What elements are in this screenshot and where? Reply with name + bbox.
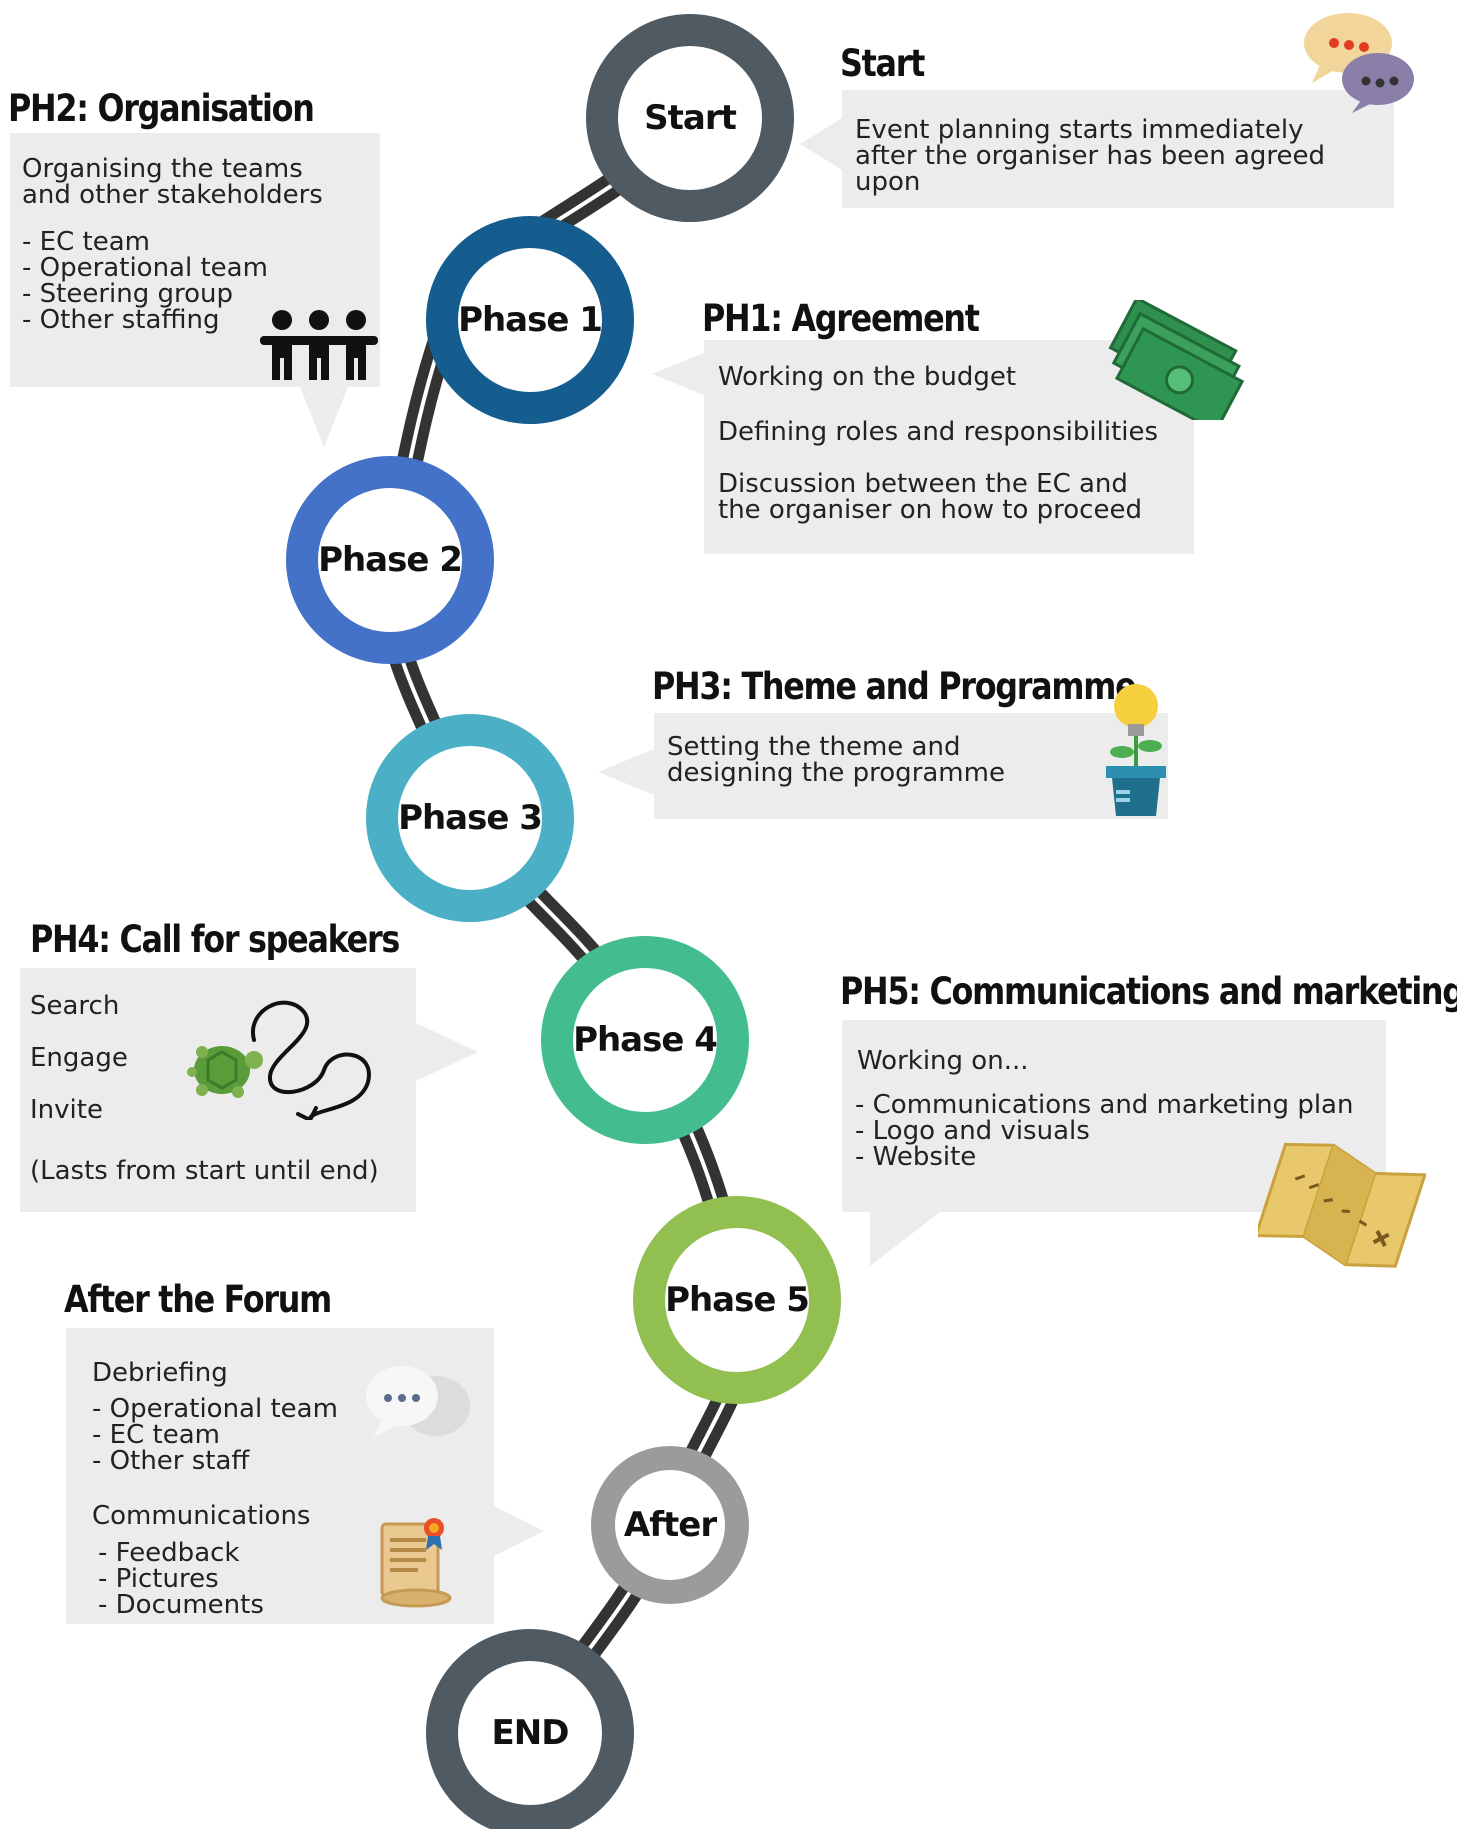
ph1-box-pointer bbox=[652, 352, 706, 396]
ph3-box-pointer bbox=[598, 748, 656, 796]
team-icon bbox=[260, 310, 378, 380]
ph1-box bbox=[704, 340, 1194, 554]
after-bullets-communications: Feedback Pictures Documents bbox=[98, 1540, 264, 1618]
ph5-bullet-2: Logo and visuals bbox=[855, 1118, 1353, 1144]
ph3-text: Setting the theme and designing the prog… bbox=[667, 734, 1005, 786]
ph4-items: Search Engage Invite bbox=[30, 980, 128, 1136]
ph3-box bbox=[654, 713, 1168, 819]
after-box-pointer bbox=[492, 1505, 544, 1557]
ph3-line-1: Setting the theme and bbox=[667, 732, 961, 762]
after-comm-bullet-3: Documents bbox=[98, 1592, 264, 1618]
ph4-item-3: Invite bbox=[30, 1095, 103, 1125]
lightbulb-plant-icon bbox=[1106, 684, 1166, 816]
speech-bubbles-icon bbox=[366, 1366, 470, 1438]
phase4-node-ring bbox=[541, 936, 749, 1144]
ph2-line-1: Organising the teams bbox=[22, 154, 303, 184]
phase1-node-ring bbox=[426, 216, 634, 424]
ph2-bullets: EC team Operational team Steering group … bbox=[22, 229, 268, 333]
after-heading-communications: Communications bbox=[92, 1501, 311, 1531]
after-heading-debriefing: Debriefing bbox=[92, 1358, 228, 1388]
start-box-pointer bbox=[800, 118, 842, 170]
ph2-bullet-2: Operational team bbox=[22, 255, 268, 281]
phase2-node-label: Phase 2 bbox=[318, 540, 463, 580]
ph4-box-pointer bbox=[414, 1022, 478, 1082]
after-title: After the Forum bbox=[64, 1278, 332, 1321]
ph1-items: Working on the budget Defining roles and… bbox=[718, 350, 1158, 460]
after-node-ring bbox=[591, 1446, 749, 1604]
phase3-node-ring bbox=[366, 714, 574, 922]
ph5-bullet-1: Communications and marketing plan bbox=[855, 1092, 1354, 1118]
ph2-bullet-1: EC team bbox=[22, 229, 268, 255]
phase4-node-label: Phase 4 bbox=[573, 1020, 718, 1060]
ph2-box-pointer bbox=[300, 387, 348, 447]
ph1-text: Discussion between the EC and the organi… bbox=[718, 471, 1142, 523]
ph4-item-2: Engage bbox=[30, 1043, 128, 1073]
turtle-path-icon bbox=[187, 1000, 371, 1120]
phase2-node-ring bbox=[286, 456, 494, 664]
ph3-line-2: designing the programme bbox=[667, 758, 1005, 788]
ph5-box-pointer bbox=[870, 1212, 940, 1266]
start-box bbox=[842, 90, 1394, 208]
ph1-title: PH1: Agreement bbox=[702, 297, 980, 340]
phase5-node-label: Phase 5 bbox=[665, 1280, 810, 1320]
ph2-text: Organising the teams and other stakehold… bbox=[22, 156, 323, 208]
map-icon bbox=[1258, 1142, 1426, 1268]
chat-bubbles-icon bbox=[1304, 13, 1414, 113]
certificate-scroll-icon bbox=[380, 1518, 452, 1608]
after-debrief-bullet-2: EC team bbox=[92, 1422, 338, 1448]
start-node-ring bbox=[586, 14, 794, 222]
after-node-label: After bbox=[623, 1505, 717, 1545]
start-line-3: upon bbox=[855, 167, 921, 197]
ph5-title: PH5: Communications and marketing bbox=[840, 970, 1457, 1013]
ph3-title: PH3: Theme and Programme bbox=[652, 665, 1137, 708]
ph2-bullet-3: Steering group bbox=[22, 281, 268, 307]
after-comm-bullet-2: Pictures bbox=[98, 1566, 264, 1592]
after-debrief-bullet-3: Other staff bbox=[92, 1448, 338, 1474]
ph1-line-2: the organiser on how to proceed bbox=[718, 495, 1142, 525]
ph2-title: PH2: Organisation bbox=[8, 87, 315, 130]
ph1-line-1: Discussion between the EC and bbox=[718, 469, 1128, 499]
ph5-bullet-3: Website bbox=[855, 1144, 1353, 1170]
start-title: Start bbox=[840, 42, 925, 85]
phase5-node-ring bbox=[633, 1196, 841, 1404]
money-icon bbox=[1108, 300, 1245, 420]
end-node-label: END bbox=[491, 1713, 570, 1753]
start-text: Event planning starts immediately after … bbox=[855, 117, 1325, 195]
ph4-note: (Lasts from start until end) bbox=[30, 1156, 379, 1186]
ph4-title: PH4: Call for speakers bbox=[30, 918, 400, 961]
ph4-item-1: Search bbox=[30, 991, 120, 1021]
start-line-1: Event planning starts immediately bbox=[855, 115, 1304, 145]
after-comm-bullet-1: Feedback bbox=[98, 1540, 264, 1566]
after-debrief-bullet-1: Operational team bbox=[92, 1396, 338, 1422]
ph2-bullet-4: Other staffing bbox=[22, 307, 268, 333]
end-node-ring bbox=[426, 1629, 634, 1829]
phase3-node-label: Phase 3 bbox=[398, 798, 543, 838]
after-bullets-debriefing: Operational team EC team Other staff bbox=[92, 1396, 338, 1474]
ph5-intro: Working on... bbox=[857, 1046, 1029, 1076]
start-node-label: Start bbox=[644, 98, 737, 138]
ph1-item-1: Working on the budget bbox=[718, 362, 1017, 392]
phase1-node-label: Phase 1 bbox=[458, 300, 603, 340]
start-line-2: after the organiser has been agreed bbox=[855, 141, 1325, 171]
ph2-line-2: and other stakeholders bbox=[22, 180, 323, 210]
ph1-item-2: Defining roles and responsibilities bbox=[718, 417, 1159, 447]
ph5-bullets: Communications and marketing plan Logo a… bbox=[855, 1092, 1354, 1170]
